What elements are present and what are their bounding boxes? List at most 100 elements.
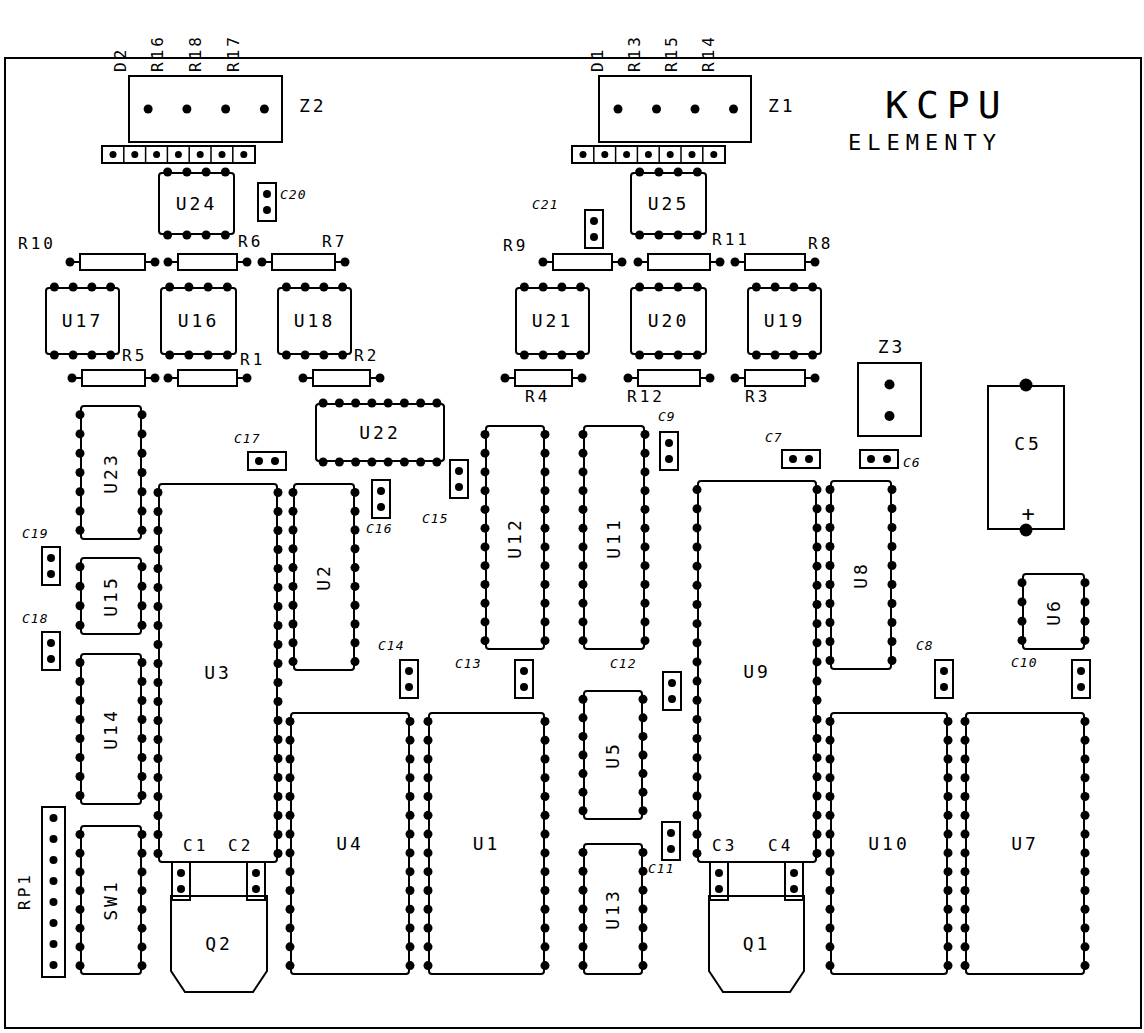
pin-pad xyxy=(808,351,817,360)
pin-pad xyxy=(138,886,147,895)
pin-pad xyxy=(665,439,673,447)
pin-pad xyxy=(240,151,247,158)
pin-pad xyxy=(255,457,263,465)
pin-pad xyxy=(641,524,650,533)
part-designator: U7 xyxy=(1011,835,1039,853)
part-designator: U20 xyxy=(648,312,690,330)
transistor-outline: Q2 xyxy=(170,895,268,993)
pin-pad xyxy=(274,773,283,782)
board-title: KCPU xyxy=(885,86,1009,124)
pin-pad xyxy=(541,905,550,914)
pin-pad xyxy=(1081,773,1090,782)
part-label: R14 xyxy=(701,34,717,72)
pin-pad xyxy=(639,923,648,932)
pin-pad xyxy=(888,580,897,589)
pin-pad xyxy=(274,640,283,649)
pin-pad xyxy=(274,621,283,630)
pin-pad xyxy=(789,455,797,463)
pin-pad xyxy=(138,507,147,516)
pin-pad xyxy=(138,487,147,496)
pin-pad xyxy=(944,848,953,857)
pin-pad xyxy=(274,488,283,497)
pin-pad xyxy=(813,753,822,762)
pin-pad xyxy=(1081,736,1090,745)
pin-pad xyxy=(351,601,360,610)
pin-pad xyxy=(351,488,360,497)
part-designator: C5 xyxy=(989,435,1067,453)
pin-pad xyxy=(274,697,283,706)
pin-pad xyxy=(274,678,283,687)
pin-pad xyxy=(50,898,58,906)
pin-pad xyxy=(138,867,147,876)
part-designator: U11 xyxy=(605,517,623,559)
pin-pad xyxy=(731,374,740,383)
pin-pad xyxy=(639,751,648,760)
part-designator: U5 xyxy=(604,741,622,769)
pin-pad xyxy=(400,458,409,467)
part-label: C17 xyxy=(234,432,260,445)
pin-pad xyxy=(406,848,415,857)
pin-pad xyxy=(68,374,77,383)
pin-pad xyxy=(138,924,147,933)
pin-pad xyxy=(406,773,415,782)
ic-outline: U16 xyxy=(160,287,237,355)
pin-pad xyxy=(138,830,147,839)
pin-pad xyxy=(406,961,415,970)
ic-outline: U1 xyxy=(428,712,545,975)
pin-pad xyxy=(614,105,623,114)
ic-outline: U18 xyxy=(277,287,352,355)
pin-pad xyxy=(813,734,822,743)
pin-pad xyxy=(153,151,160,158)
pin-divider xyxy=(702,146,704,163)
pin-pad xyxy=(693,351,702,360)
pin-pad xyxy=(623,151,630,158)
pin-pad xyxy=(351,563,360,572)
capacitor-symbol xyxy=(860,450,898,468)
part-label: C6 xyxy=(903,456,921,469)
pin-pad xyxy=(1077,667,1085,675)
part-designator: U4 xyxy=(336,835,364,853)
pin-pad xyxy=(639,961,648,970)
pin-pad xyxy=(576,351,585,360)
pin-pad xyxy=(1081,961,1090,970)
pin-pad xyxy=(165,351,174,360)
pin-pad xyxy=(377,503,385,511)
capacitor-symbol xyxy=(710,862,728,900)
pin-divider xyxy=(593,146,595,163)
pin-pad xyxy=(813,581,822,590)
ic-outline: U14 xyxy=(80,653,142,805)
part-label: R5 xyxy=(122,348,147,364)
pin-pad xyxy=(384,458,393,467)
pin-pad xyxy=(376,374,385,383)
part-designator: U19 xyxy=(764,312,806,330)
pin-pad xyxy=(138,429,147,438)
resistor-symbol xyxy=(515,370,572,386)
pin-pad xyxy=(940,683,948,691)
connector-outline: Z1 xyxy=(598,75,752,143)
pin-pad xyxy=(319,351,328,360)
pin-pad xyxy=(138,677,147,686)
part-designator: U18 xyxy=(294,312,336,330)
ic-outline: U17 xyxy=(45,287,120,355)
capacitor-symbol xyxy=(258,183,276,221)
part-designator: Z1 xyxy=(768,97,796,115)
part-label: C18 xyxy=(22,612,48,625)
part-label: C13 xyxy=(455,657,481,670)
pin-pad xyxy=(541,736,550,745)
pin-pad xyxy=(813,657,822,666)
pin-pad xyxy=(888,542,897,551)
part-designator: U13 xyxy=(604,888,622,930)
pin-pad xyxy=(813,791,822,800)
pin-pad xyxy=(138,849,147,858)
pin-pad xyxy=(221,105,230,114)
pin-pad xyxy=(813,830,822,839)
capacitor-symbol xyxy=(935,660,953,698)
pin-pad xyxy=(944,773,953,782)
part-label: R12 xyxy=(627,389,665,405)
pin-pad xyxy=(1077,683,1085,691)
pin-pad xyxy=(539,351,548,360)
pin-pad xyxy=(520,351,529,360)
pin-pad xyxy=(813,562,822,571)
